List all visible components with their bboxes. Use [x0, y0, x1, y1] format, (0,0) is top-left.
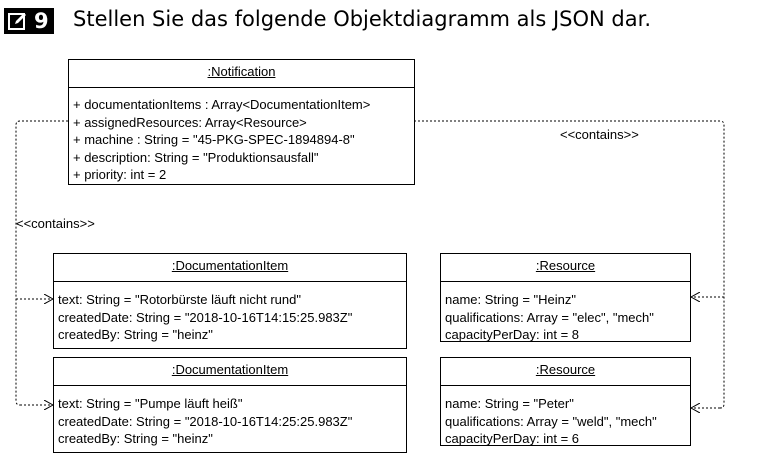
attribute: + description: String = "Produktionsausf… — [73, 149, 319, 165]
resource-object: :Resource name: String = "Peter" qualifi… — [440, 357, 691, 446]
attribute: qualifications: Array = "elec", "mech" — [445, 309, 654, 325]
resource-object: :Resource name: String = "Heinz" qualifi… — [440, 253, 691, 342]
pencil-square-icon — [7, 10, 29, 32]
attribute: + assignedResources: Array<Resource> — [73, 114, 307, 130]
right-connector-trunk — [414, 120, 725, 409]
left-contains-label: <<contains>> — [16, 216, 95, 231]
object-title: :Notification — [69, 60, 414, 88]
right-contains-label: <<contains>> — [560, 127, 639, 142]
task-heading: Stellen Sie das folgende Objektdiagramm … — [73, 7, 651, 31]
attribute: createdBy: String = "heinz" — [58, 327, 213, 342]
notification-object: :Notification + documentationItems : Arr… — [68, 59, 415, 185]
object-title: :Resource — [441, 254, 690, 282]
task-number: 9 — [34, 8, 49, 33]
attribute-list: name: String = "Peter" qualifications: A… — [441, 386, 690, 448]
object-title: :DocumentationItem — [54, 358, 406, 386]
attribute: createdDate: String = "2018-10-16T14:15:… — [58, 309, 353, 325]
attribute: qualifications: Array = "weld", "mech" — [445, 413, 657, 429]
object-title: :DocumentationItem — [54, 254, 406, 282]
attribute: createdDate: String = "2018-10-16T14:25:… — [58, 413, 353, 429]
attribute-list: text: String = "Pumpe läuft heiß" create… — [54, 386, 406, 448]
attribute: + documentationItems : Array<Documentati… — [73, 97, 371, 112]
attribute: createdBy: String = "heinz" — [58, 431, 213, 446]
attribute: + machine : String = "45-PKG-SPEC-189489… — [73, 132, 355, 147]
task-number-badge: 9 — [4, 8, 54, 34]
documentation-item-object: :DocumentationItem text: String = "Rotor… — [53, 253, 407, 349]
attribute: text: String = "Pumpe läuft heiß" — [58, 396, 243, 411]
attribute: capacityPerDay: int = 8 — [445, 327, 580, 342]
attribute: text: String = "Rotorbürste läuft nicht … — [58, 292, 301, 307]
attribute: + priority: int = 2 — [73, 167, 167, 182]
object-title: :Resource — [441, 358, 690, 386]
attribute-list: text: String = "Rotorbürste läuft nicht … — [54, 282, 406, 344]
documentation-item-object: :DocumentationItem text: String = "Pumpe… — [53, 357, 407, 453]
attribute: capacityPerDay: int = 6 — [445, 431, 580, 446]
attribute-list: + documentationItems : Array<Documentati… — [69, 88, 414, 184]
left-connector-trunk — [15, 120, 68, 406]
attribute: name: String = "Heinz" — [445, 292, 576, 307]
attribute: name: String = "Peter" — [445, 396, 574, 411]
attribute-list: name: String = "Heinz" qualifications: A… — [441, 282, 690, 344]
